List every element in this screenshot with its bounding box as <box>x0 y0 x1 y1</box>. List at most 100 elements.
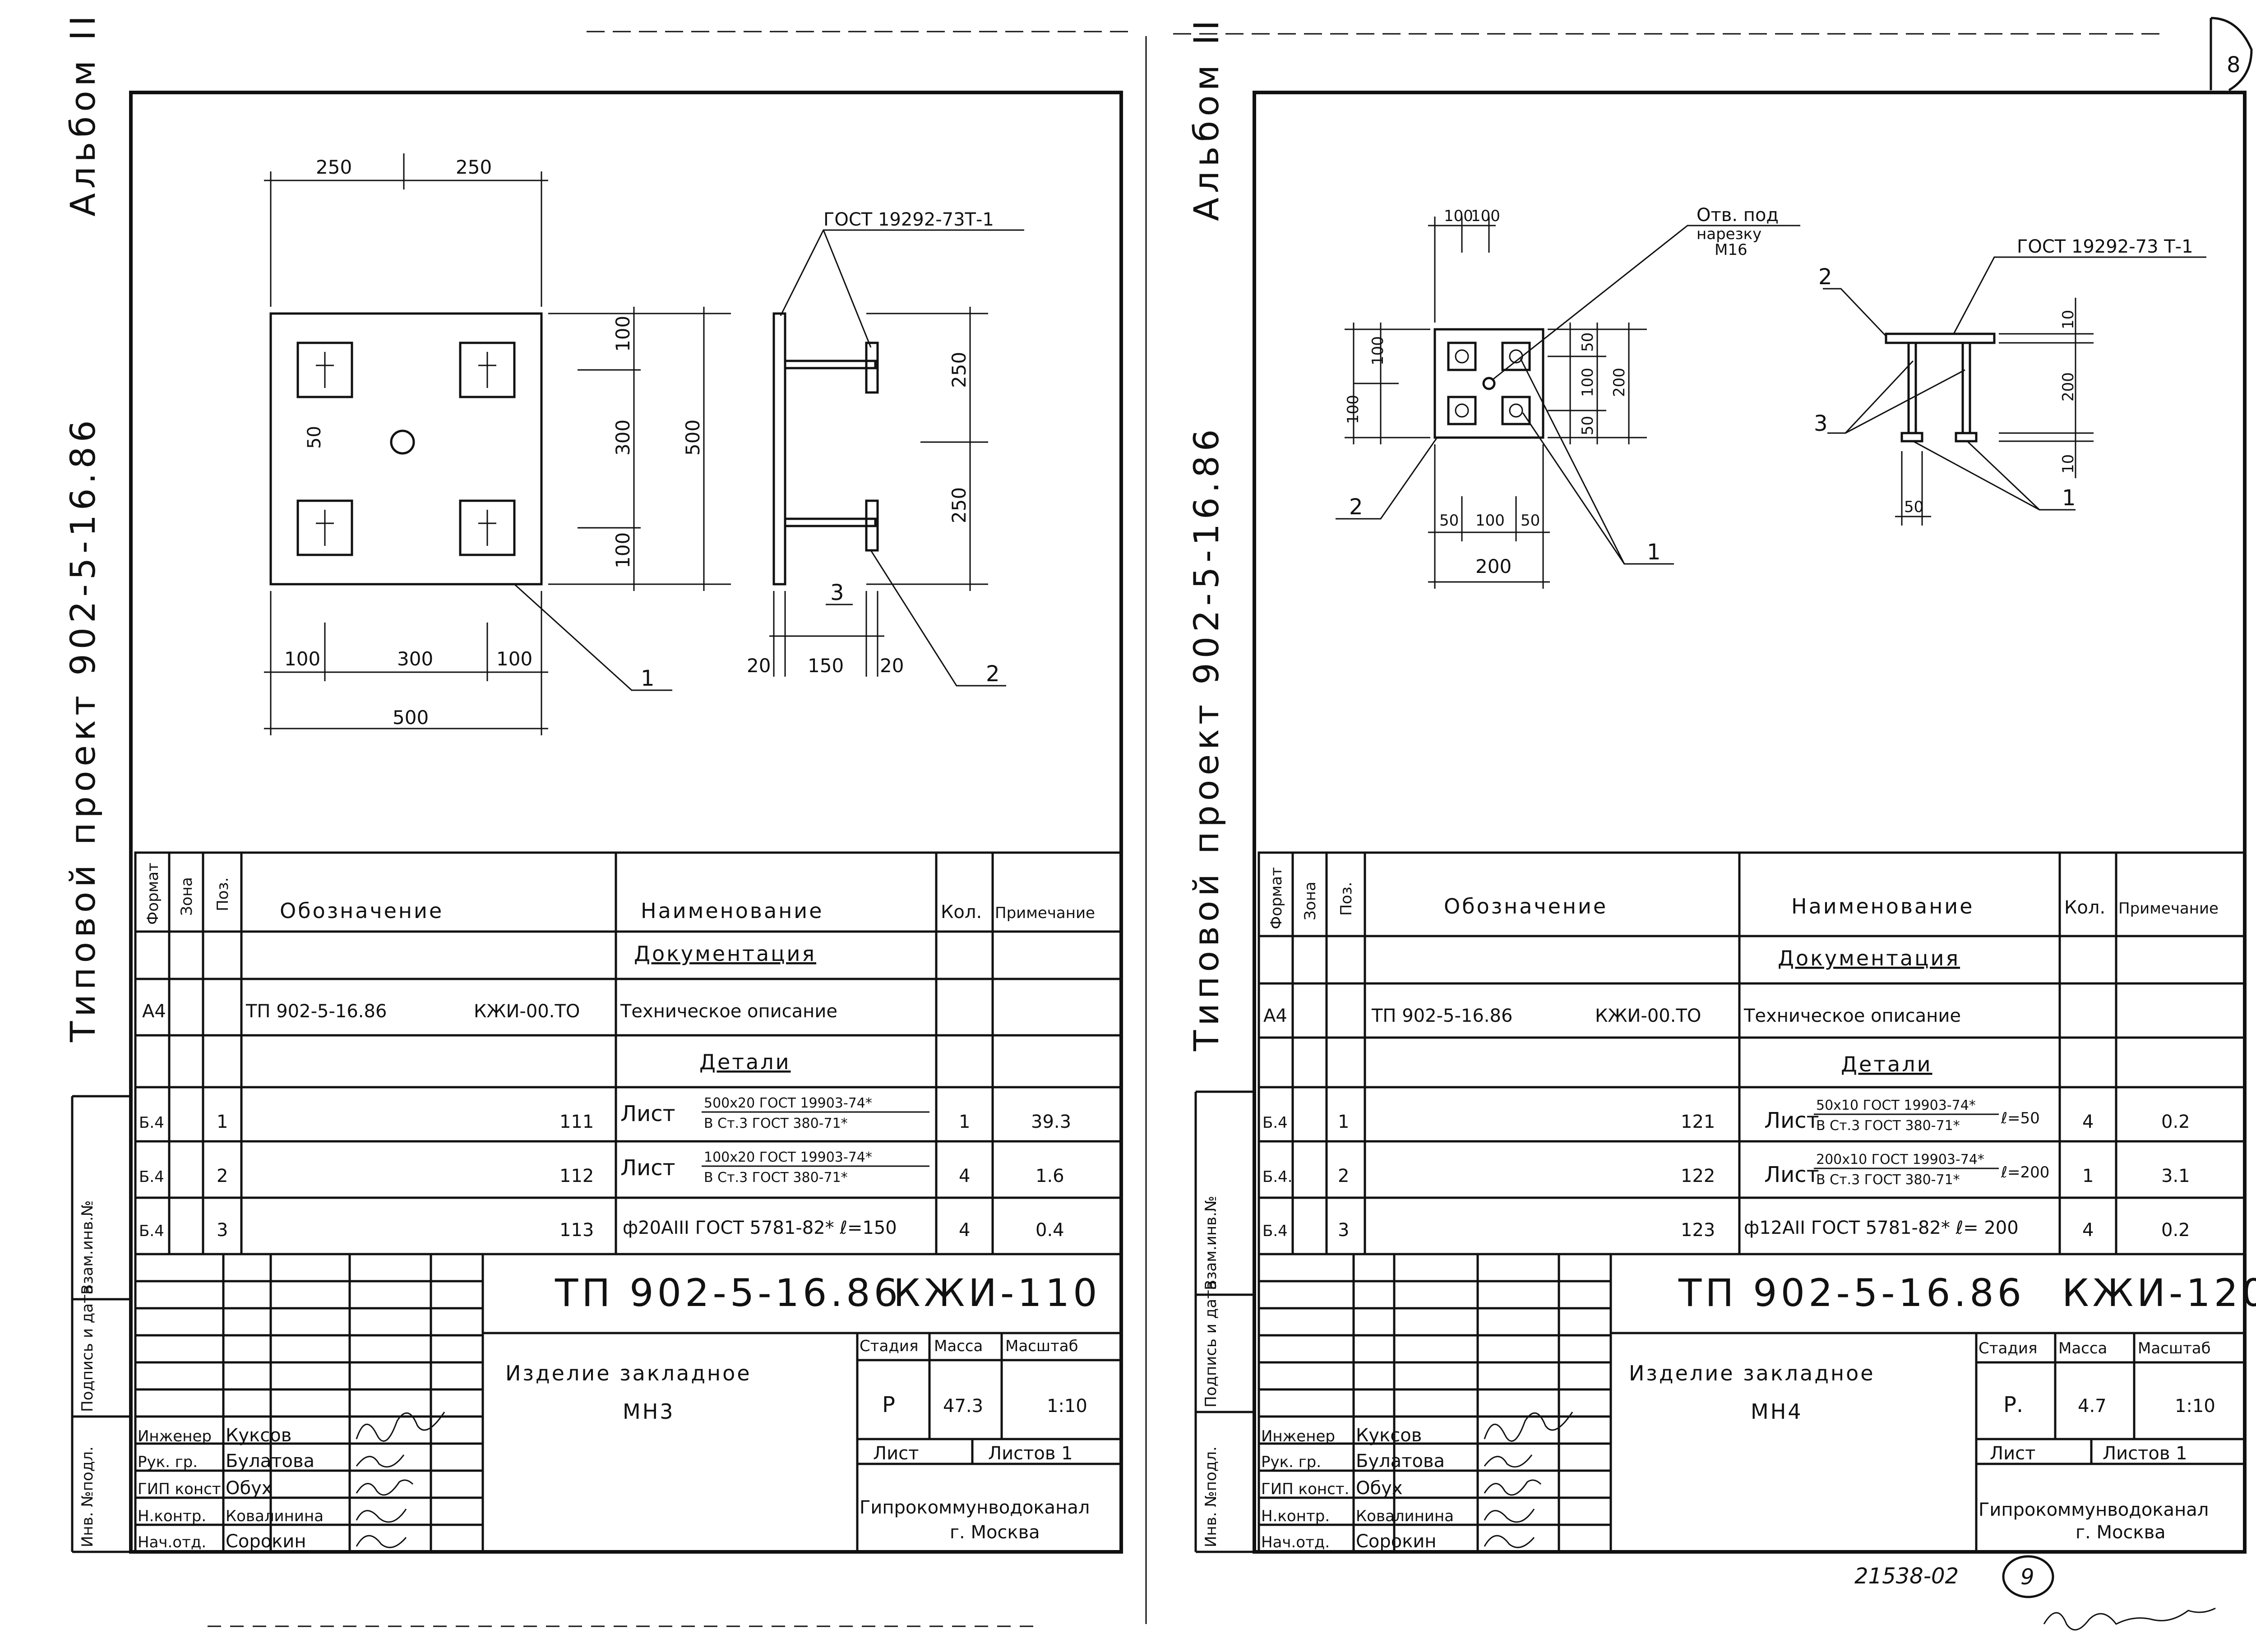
staff-name: Куксов <box>1356 1425 1422 1446</box>
spec-table: Формат Зона Поз. Обозначение Наименовани… <box>1257 851 2246 1255</box>
label-pos-3: 3 <box>1814 411 1828 436</box>
title-block: ТП 902-5-16.86 КЖИ-120 Изделие закладное… <box>1257 1253 2256 1553</box>
stamp-doc-mark: КЖИ-120 <box>2062 1271 2256 1315</box>
doc-code: ТП 902-5-16.86 <box>1371 1006 1512 1026</box>
spec-row: Б.4 1 111 Лист 500x20 ГОСТ 19903-74* В С… <box>139 1095 1071 1132</box>
row2-qty: 1 <box>2082 1166 2094 1186</box>
corner-mark: 8 <box>2210 17 2253 92</box>
stamp-sheet: Лист <box>1990 1443 2035 1464</box>
spec-table: Формат Зона Поз. Обозначение Наименовани… <box>134 851 1123 1255</box>
th-qty: Кол. <box>2064 897 2105 918</box>
dim-top-right: 100 <box>1471 207 1500 225</box>
dim-h3: 50 <box>1521 512 1540 530</box>
doc-format: А4 <box>1263 1006 1287 1026</box>
corner-number: 8 <box>2227 52 2241 78</box>
sheet-left: Типовой проект 902-5-16.86 Альбом II 250… <box>63 11 1123 1554</box>
th-note: Примечание <box>2118 900 2219 918</box>
stamp-stage: Р. <box>2003 1392 2023 1417</box>
margin-inv: Инв. №подл. <box>1202 1446 1220 1547</box>
row1-mark: 121 <box>1681 1112 1715 1132</box>
row2-mark: 122 <box>1681 1166 1715 1186</box>
row3-mark: 123 <box>1681 1220 1715 1241</box>
doc-name: Техническое описание <box>620 1001 837 1022</box>
archive-sheet: 9 <box>2020 1564 2034 1590</box>
doc-code: ТП 902-5-16.86 <box>245 1001 387 1022</box>
stamp-col-scale: Масштаб <box>2138 1339 2211 1357</box>
stamp-title-1: Изделие закладное <box>1629 1361 1875 1385</box>
margin-inv: Инв. №подл. <box>79 1446 97 1547</box>
staff-role: Нач.отд. <box>1261 1533 1330 1551</box>
row1-qty: 1 <box>959 1112 970 1132</box>
doc-mark: КЖИ-00.ТО <box>474 1001 580 1022</box>
staff-role: Инженер <box>1261 1427 1335 1445</box>
row1-qty: 4 <box>2082 1112 2094 1132</box>
dim-h3: 100 <box>496 648 532 670</box>
doc-name: Техническое описание <box>1743 1006 1961 1026</box>
dim-side-v3: 10 <box>2059 454 2077 474</box>
row2-note: 1.6 <box>1036 1166 1064 1186</box>
row1-name-a: Лист <box>1764 1108 1819 1133</box>
plan-view: 250 250 100 300 100 500 100 300 100 500 … <box>264 153 731 735</box>
row1-name-b: 500x20 ГОСТ 19903-74* <box>704 1095 872 1111</box>
row3-pos: 3 <box>217 1220 228 1241</box>
staff-name: Булатова <box>226 1451 314 1472</box>
row2-mark: 112 <box>559 1166 594 1186</box>
margin-replace: Взам.инв.№ <box>79 1200 97 1295</box>
label-pos-2: 2 <box>986 661 1000 687</box>
th-zone: Зона <box>178 877 196 916</box>
album-label: Альбом II <box>1186 16 1226 221</box>
stamp-code: ТП 902-5-16.86 <box>1678 1271 2025 1315</box>
dim-side-v2: 250 <box>948 487 970 523</box>
th-designation: Обозначение <box>280 899 444 923</box>
row1-format: Б.4 <box>139 1114 164 1132</box>
archive-sheet-circle <box>2002 1555 2054 1598</box>
signatures <box>1484 1412 1573 1548</box>
archive-number: 21538-02 <box>1854 1564 1959 1589</box>
row1-name-b: 50x10 ГОСТ 19903-74* <box>1816 1098 1976 1113</box>
section-parts: Детали <box>699 1050 791 1074</box>
stamp-stage: Р <box>882 1392 895 1417</box>
label-pos-2: 2 <box>1349 494 1363 520</box>
row2-pos: 2 <box>217 1166 228 1186</box>
th-zone: Зона <box>1301 881 1319 920</box>
th-pos: Поз. <box>214 877 232 911</box>
row3-qty: 4 <box>959 1220 970 1241</box>
dim-side-v1: 250 <box>948 352 970 388</box>
margin-sign: Подпись и дата <box>79 1285 97 1412</box>
th-name: Наименование <box>1791 894 1974 918</box>
dim-h1: 100 <box>284 648 320 670</box>
stamp-col-stage: Стадия <box>860 1337 918 1355</box>
spec-row: Б.4 3 123 ф12АII ГОСТ 5781-82* ℓ= 200 4 … <box>1262 1218 2190 1241</box>
dim-v1: 100 <box>612 316 634 352</box>
dim-side-b1: 50 <box>1904 498 1923 516</box>
section-parts: Детали <box>1841 1052 1932 1076</box>
dim-h1: 50 <box>1439 512 1459 530</box>
stamp-scale: 1:10 <box>1047 1396 1087 1417</box>
dim-hole: 50 <box>304 426 325 449</box>
spec-row: Б.4. 2 122 Лист 200x10 ГОСТ 19903-74* В … <box>1262 1152 2190 1188</box>
staff-role: ГИП конст <box>138 1480 221 1498</box>
project-title: Типовой проект 902-5-16.86 <box>63 416 103 1043</box>
hole-note-2: нарезку <box>1697 225 1761 243</box>
row2-name-b: 200x10 ГОСТ 19903-74* <box>1816 1152 1984 1167</box>
staff-name: Обух <box>226 1478 273 1499</box>
staff-name: Сорокин <box>226 1531 306 1552</box>
doc-mark: КЖИ-00.ТО <box>1595 1006 1701 1026</box>
stamp-title-2: МН4 <box>1751 1399 1803 1424</box>
staff-role: Н.контр. <box>138 1507 206 1525</box>
row2-note: 3.1 <box>2161 1166 2190 1186</box>
dim-h-total: 500 <box>393 706 429 729</box>
stamp-title-1: Изделие закладное <box>505 1361 752 1385</box>
row2-pos: 2 <box>1338 1166 1349 1186</box>
stamp-sheets: Листов 1 <box>988 1443 1073 1464</box>
stamp-col-mass: Масса <box>2058 1339 2107 1357</box>
row1-name-a: Лист <box>620 1101 675 1126</box>
row1-pos: 1 <box>217 1112 228 1132</box>
dim-side-b2: 150 <box>808 655 844 677</box>
dim-r1: 50 <box>1579 332 1597 352</box>
row3-name-a: ф12АII ГОСТ 5781-82* ℓ= 200 <box>1744 1218 2019 1238</box>
th-pos: Поз. <box>1337 882 1355 916</box>
dim-h2: 100 <box>1475 512 1505 530</box>
dim-r-total: 200 <box>1610 368 1628 397</box>
staff-name: Ковалинина <box>226 1507 324 1525</box>
